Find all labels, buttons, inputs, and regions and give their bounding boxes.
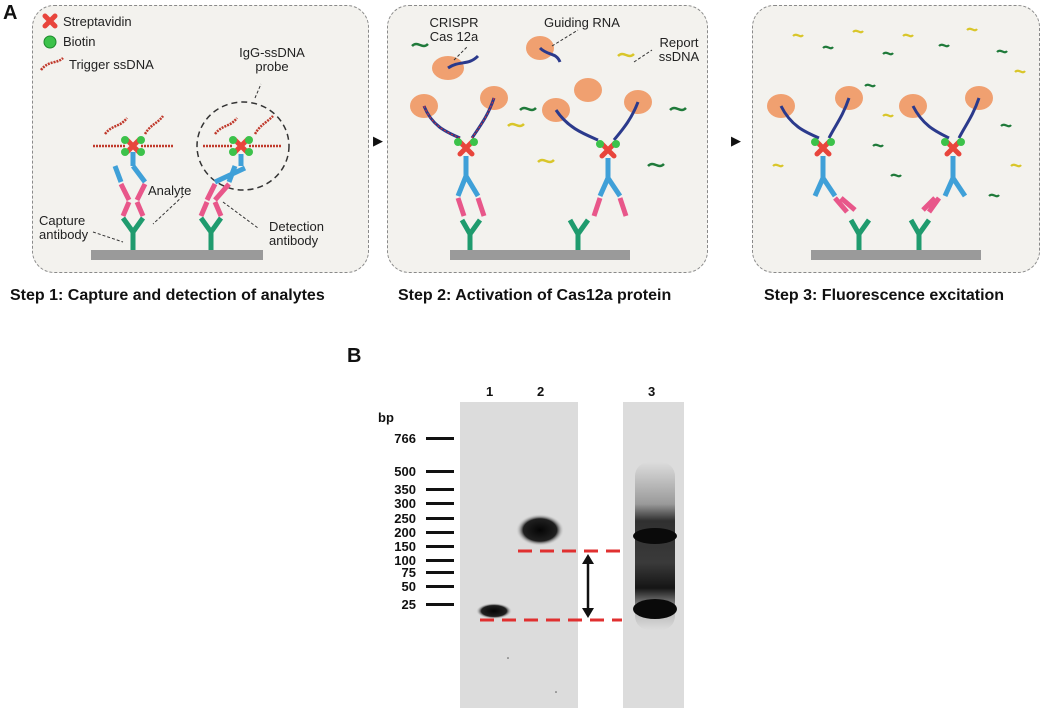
panel-b-letter: B — [347, 345, 362, 367]
gel-annotation-overlay — [480, 549, 622, 622]
report-ssdna-label: Report ssDNA — [658, 35, 700, 64]
trigger-ssdna-icon — [40, 57, 64, 71]
legend-trigger-ssdna: Trigger ssDNA — [69, 57, 154, 72]
guiding-rna-label: Guiding RNA — [544, 15, 620, 30]
cleaved-reporters — [772, 27, 1026, 198]
bound-complex-left — [410, 86, 508, 250]
report-ssdna-strands — [411, 42, 687, 168]
biotin-icon — [43, 35, 57, 49]
gel-band-lane2 — [516, 514, 564, 546]
ladder-label: 25 — [401, 597, 416, 612]
gel-image-2 — [623, 402, 684, 708]
ladder-label: 500 — [394, 464, 416, 479]
lane-number-1: 1 — [486, 384, 494, 399]
analyte-label: Analyte — [148, 183, 192, 198]
cas12a-label: CRISPR Cas 12a — [429, 15, 479, 44]
probe-label: IgG-ssDNA probe — [239, 45, 305, 74]
bp-unit-label: bp — [378, 410, 394, 425]
gel-band-lane1 — [476, 603, 512, 619]
gel-band-lane3-upper — [633, 528, 677, 544]
step2-panel: CRISPR Cas 12a Guiding RNA Report ssDNA — [387, 5, 708, 273]
capture-antibody-label: Capture antibody — [39, 213, 89, 242]
bound-complex-right — [542, 90, 652, 250]
ladder-band — [426, 531, 454, 534]
step3-illustration — [767, 27, 1026, 260]
ladder-label: 300 — [394, 496, 416, 511]
gel-band-lane3-lower — [633, 599, 677, 619]
ladder-band — [426, 502, 454, 505]
surface-plate — [91, 250, 263, 260]
sandwich-left — [93, 115, 173, 250]
sandwich-right — [198, 115, 281, 250]
ladder-label: 766 — [394, 431, 416, 446]
step-arrow-1: ▶ — [373, 133, 383, 148]
step1-panel: Streptavidin Biotin Trigger ssDNA IgG-ss… — [32, 5, 369, 273]
ladder-label: 75 — [401, 565, 416, 580]
step1-caption: Step 1: Capture and detection of analyte… — [10, 287, 325, 304]
bound-complex-right — [899, 86, 993, 250]
ladder-band — [426, 571, 454, 574]
ladder-band — [426, 517, 454, 520]
ladder-band — [426, 488, 454, 491]
ladder-band — [426, 559, 454, 562]
ladder-label: 100 — [394, 553, 416, 568]
step2-caption: Step 2: Activation of Cas12a protein — [398, 287, 672, 304]
step2-illustration — [410, 29, 687, 260]
ladder-band — [426, 585, 454, 588]
streptavidin-icon — [42, 13, 58, 29]
ladder-band — [426, 470, 454, 473]
ladder-band — [426, 545, 454, 548]
detection-antibody-label: Detection antibody — [269, 219, 324, 248]
legend-streptavidin: Streptavidin — [63, 14, 132, 29]
step3-caption: Step 3: Fluorescence excitation — [764, 287, 1005, 304]
step-arrow-2: ▶ — [731, 133, 741, 148]
surface-plate — [450, 250, 630, 260]
ladder-label: 350 — [394, 482, 416, 497]
ladder-label: 50 — [401, 579, 416, 594]
step3-panel — [752, 5, 1040, 273]
bound-complex-left — [767, 86, 872, 250]
ladder-label: 250 — [394, 511, 416, 526]
gel-image-1 — [460, 402, 578, 708]
ladder-label: 200 — [394, 525, 416, 540]
lane-number-3: 3 — [648, 384, 656, 399]
ladder-band — [426, 603, 454, 606]
ladder-label: 150 — [394, 539, 416, 554]
ladder-band — [426, 437, 454, 440]
probe-highlight — [196, 101, 290, 191]
lane-number-2: 2 — [537, 384, 545, 399]
surface-plate — [811, 250, 981, 260]
panel-a-letter: A — [3, 2, 18, 24]
legend-biotin: Biotin — [63, 34, 96, 49]
step1-illustration — [40, 13, 290, 260]
